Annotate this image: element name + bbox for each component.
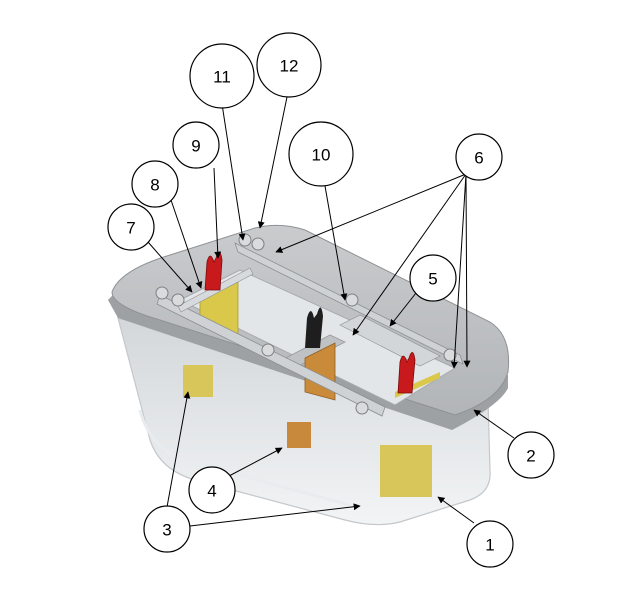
leader-3b (189, 503, 361, 527)
callout-2-label: 2 (526, 447, 535, 466)
electrode-plates (183, 365, 432, 497)
leader-lines (147, 96, 515, 527)
callout-9-label: 9 (191, 137, 200, 156)
callout-5-label: 5 (428, 270, 437, 289)
leader-4 (228, 447, 283, 477)
bolt (345, 293, 359, 307)
leader-10 (324, 185, 348, 301)
callout-4: 4 (188, 466, 236, 514)
callout-12-label: 12 (280, 57, 299, 76)
callout-3-label: 3 (162, 521, 171, 540)
callout-10: 10 (288, 121, 354, 187)
bolt (443, 348, 457, 362)
callout-10-label: 10 (312, 146, 331, 165)
clips (204, 252, 416, 394)
leader-6b (352, 173, 467, 336)
callout-5: 5 (409, 254, 457, 302)
callout-12: 12 (256, 32, 322, 98)
callout-6-label: 6 (474, 149, 483, 168)
leader-1 (437, 496, 475, 524)
electrode-plate-center-lower (287, 422, 311, 448)
callout-11-label: 11 (213, 68, 231, 87)
bolt (355, 401, 369, 415)
callout-8-label: 8 (150, 176, 159, 195)
callout-3: 3 (143, 505, 191, 553)
callout-9: 9 (172, 121, 220, 169)
leader-6d (463, 173, 471, 368)
leader-9 (213, 167, 222, 259)
callout-7-label: 7 (126, 219, 135, 238)
electrode-plate-right-lower (380, 445, 432, 497)
callout-7: 7 (107, 203, 155, 251)
callout-4-label: 4 (207, 482, 216, 501)
bolt (155, 286, 169, 300)
leader-5 (389, 292, 417, 327)
leader-12 (257, 96, 288, 229)
leader-6c (450, 173, 467, 369)
bolt (261, 343, 275, 357)
bolt (171, 293, 185, 307)
leader-7 (147, 241, 193, 293)
rail-mid-right (339, 314, 441, 367)
leader-8 (170, 199, 203, 289)
callout-2: 2 (507, 431, 555, 479)
callout-11: 11 (189, 43, 255, 109)
clip-black-center (305, 307, 323, 348)
clip-red-right (397, 352, 416, 394)
callout-1: 1 (466, 520, 514, 568)
bolt (238, 233, 252, 247)
callout-6: 6 (455, 133, 503, 181)
leader-2 (473, 409, 515, 439)
bolt (251, 237, 265, 251)
leader-11 (221, 103, 246, 241)
leader-6a (275, 173, 467, 253)
callout-8: 8 (131, 160, 179, 208)
leader-3a (166, 391, 191, 508)
callout-1-label: 1 (485, 536, 494, 555)
